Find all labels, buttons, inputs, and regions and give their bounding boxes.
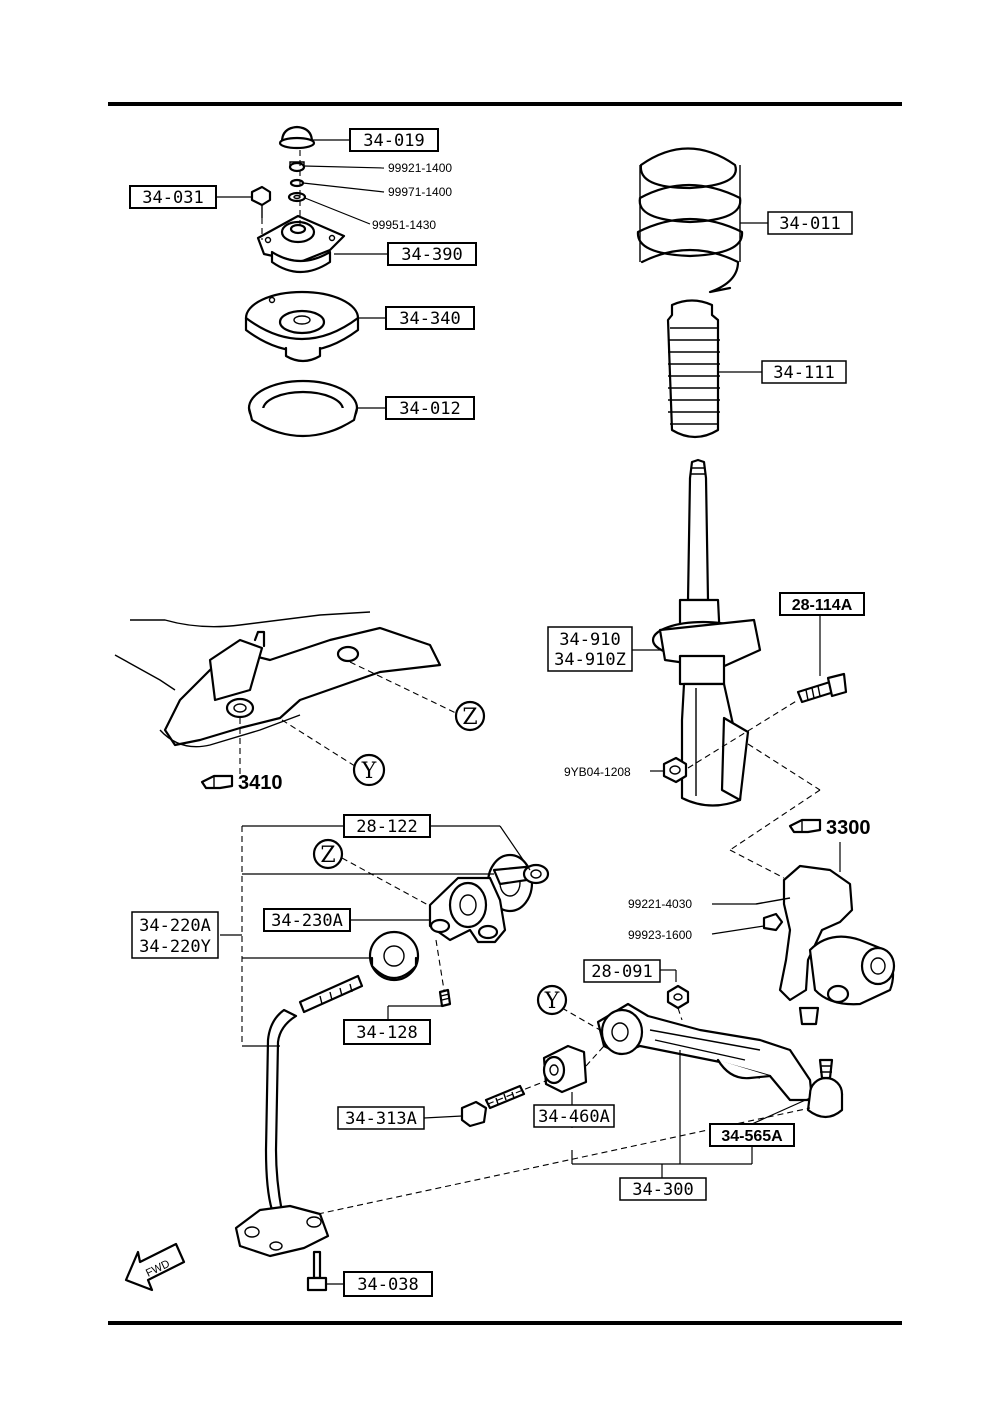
label-9YB04-1208[interactable]: 9YB04-1208: [564, 765, 631, 779]
label-28-114A[interactable]: 28-114A: [779, 592, 865, 616]
bolt-34-038: [306, 1250, 328, 1292]
lower-arm: [596, 1002, 844, 1119]
svg-text:34-910Z: 34-910Z: [554, 650, 626, 670]
stabilizer-bracket: [428, 876, 507, 944]
label-34-300[interactable]: 34-300: [619, 1177, 707, 1201]
label-34-111[interactable]: 34-111: [761, 360, 847, 384]
svg-text:34-220Y: 34-220Y: [139, 937, 211, 957]
label-34-313A[interactable]: 34-313A: [337, 1106, 425, 1130]
ref-3410-label: 3410: [238, 772, 283, 794]
nut-99921: [288, 161, 306, 173]
washer-99951: [287, 191, 307, 203]
shock-absorber: [651, 458, 762, 807]
pointing-hand-icon: [200, 774, 234, 790]
nut-34-031: [250, 185, 272, 218]
svg-text:28-114A: 28-114A: [792, 597, 853, 614]
svg-text:34-340: 34-340: [399, 309, 460, 329]
bushing-34-460A: [542, 1044, 588, 1094]
steering-knuckle: [778, 864, 896, 1026]
label-34-230A[interactable]: 34-230A: [263, 908, 351, 932]
nut-28-091: [666, 984, 690, 1010]
label-34-019[interactable]: 34-019: [349, 128, 439, 152]
ref-3410: 3410: [200, 772, 283, 794]
callout-z-upper: Z: [454, 700, 486, 732]
nut-9YB04: [662, 756, 688, 784]
svg-text:28-122: 28-122: [356, 817, 417, 837]
label-28-091[interactable]: 28-091: [583, 959, 661, 983]
label-99971-1400[interactable]: 99971-1400: [388, 185, 452, 199]
callout-y-upper: Y: [352, 753, 386, 787]
label-34-910[interactable]: 34-910 34-910Z: [547, 626, 633, 672]
crossmember: [114, 611, 442, 748]
label-34-460A[interactable]: 34-460A: [533, 1104, 615, 1128]
svg-text:34-565A: 34-565A: [721, 1128, 783, 1145]
label-34-038[interactable]: 34-038: [343, 1271, 433, 1297]
strut-mount: [256, 214, 346, 273]
label-34-340[interactable]: 34-340: [385, 306, 475, 330]
svg-text:34-038: 34-038: [357, 1275, 418, 1295]
tension-rod: [234, 974, 364, 1258]
callout-y-lower-label: Y: [544, 989, 560, 1014]
svg-text:28-091: 28-091: [591, 962, 652, 982]
callout-y-upper-label: Y: [361, 759, 377, 784]
svg-text:34-111: 34-111: [773, 363, 834, 383]
svg-text:34-460A: 34-460A: [538, 1107, 610, 1127]
ref-3300: 3300: [788, 817, 871, 839]
dust-boot: [666, 299, 720, 439]
bolt-99221: [755, 897, 791, 905]
bolt-34-128: [438, 988, 452, 1008]
callout-z-lower: Z: [312, 838, 344, 870]
label-34-128[interactable]: 34-128: [343, 1019, 431, 1045]
spring-insulator: [247, 379, 359, 437]
bolt-28-114A: [796, 672, 848, 704]
pointing-hand-icon: [788, 818, 822, 834]
svg-text:34-910: 34-910: [559, 630, 620, 650]
svg-text:34-128: 34-128: [356, 1023, 417, 1043]
svg-text:34-300: 34-300: [632, 1180, 693, 1200]
lock-washer-99971: [289, 178, 305, 188]
label-28-122[interactable]: 28-122: [343, 814, 431, 838]
svg-text:34-011: 34-011: [779, 214, 840, 234]
label-99221-4030[interactable]: 99221-4030: [628, 897, 692, 911]
bushing-pad: [368, 930, 420, 982]
strut-cap: [278, 125, 316, 150]
svg-text:34-012: 34-012: [399, 399, 460, 419]
leader-lines: [216, 139, 841, 1285]
fwd-arrow: FWD: [124, 1242, 186, 1292]
svg-text:34-019: 34-019: [363, 131, 424, 151]
label-34-011[interactable]: 34-011: [767, 211, 853, 235]
label-99951-1430[interactable]: 99951-1430: [372, 218, 436, 232]
label-34-031[interactable]: 34-031: [129, 185, 217, 209]
label-34-220A[interactable]: 34-220A 34-220Y: [131, 911, 219, 959]
svg-text:34-220A: 34-220A: [139, 916, 211, 936]
upper-spring-seat: [244, 290, 360, 363]
bolt-34-313A: [460, 1084, 526, 1128]
nut-99923: [762, 912, 784, 932]
label-99921-1400[interactable]: 99921-1400: [388, 161, 452, 175]
label-34-390[interactable]: 34-390: [387, 242, 477, 266]
ref-3300-label: 3300: [826, 817, 871, 839]
callout-z-lower-label: Z: [320, 843, 335, 868]
svg-text:34-230A: 34-230A: [271, 911, 343, 931]
callout-z-upper-label: Z: [462, 705, 477, 730]
label-99923-1600[interactable]: 99923-1600: [628, 928, 692, 942]
coil-spring: [636, 147, 744, 294]
svg-text:34-313A: 34-313A: [345, 1109, 417, 1129]
callout-y-lower: Y: [536, 984, 568, 1016]
label-34-012[interactable]: 34-012: [385, 396, 475, 420]
label-34-565A[interactable]: 34-565A: [709, 1123, 795, 1147]
svg-text:34-390: 34-390: [401, 245, 462, 265]
svg-text:34-031: 34-031: [142, 188, 203, 208]
